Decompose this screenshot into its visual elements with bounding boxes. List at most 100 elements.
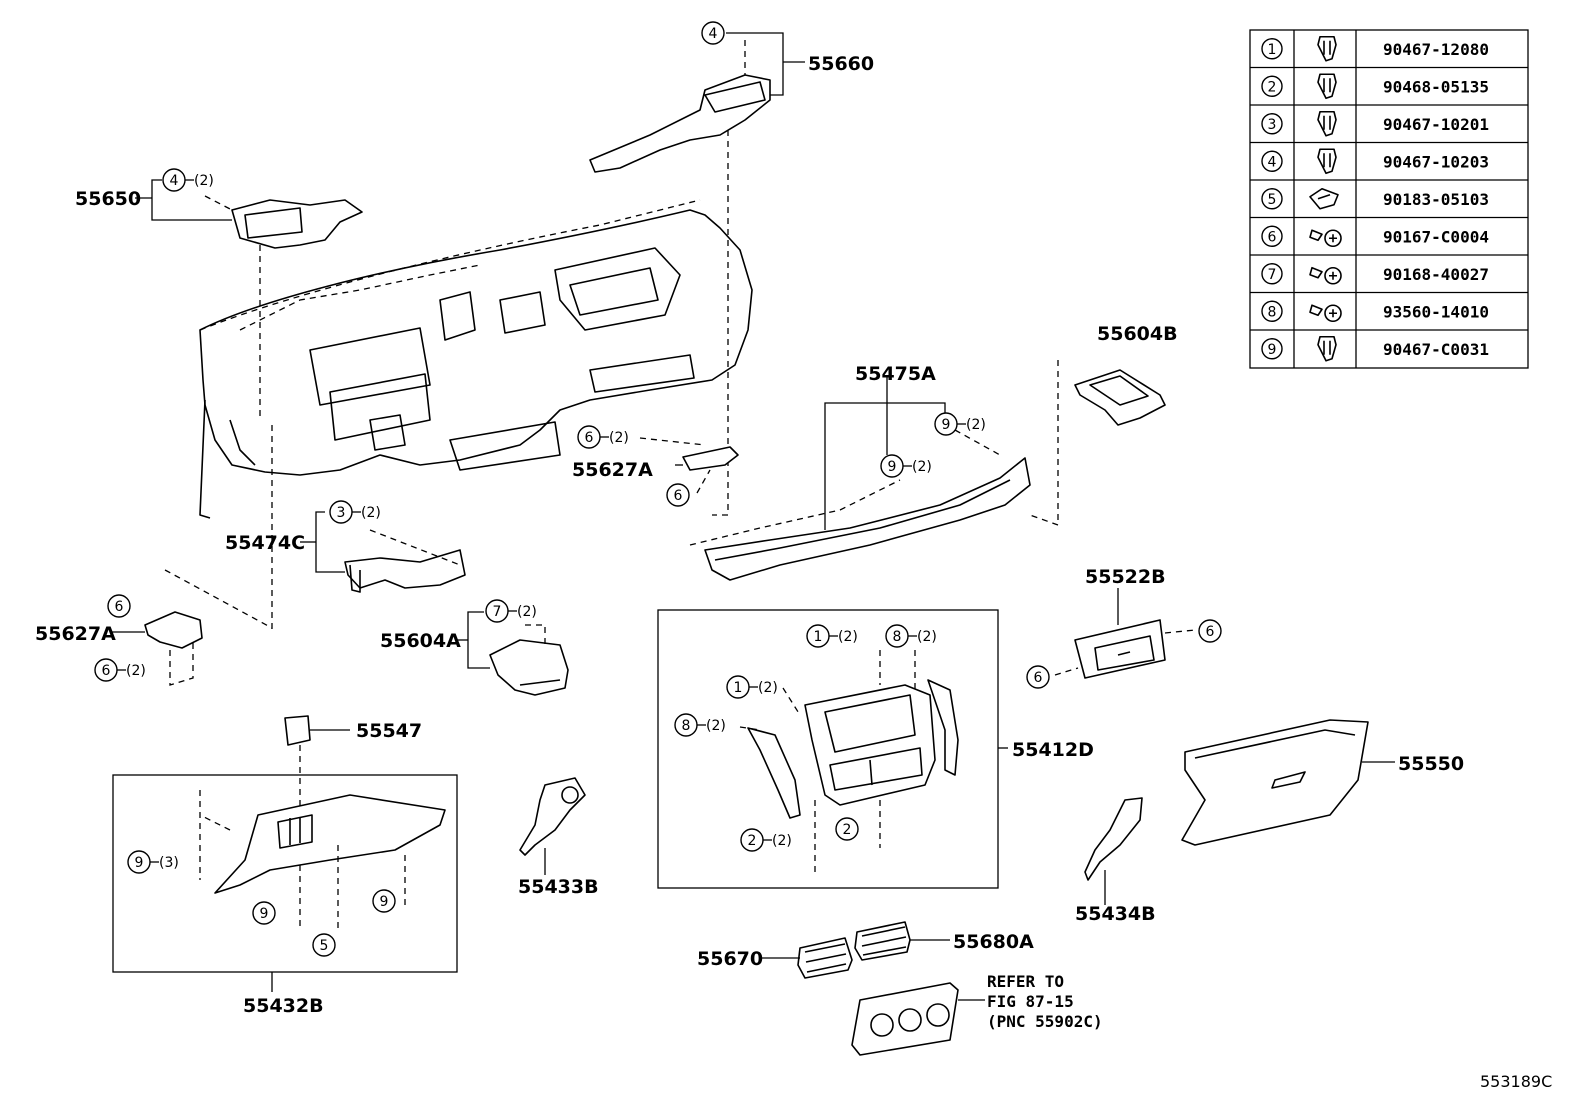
label-55604A: 55604A — [380, 630, 461, 652]
quantity-label: (2) — [609, 430, 629, 446]
screw-icon — [1309, 266, 1342, 285]
callout-8: 8 (2) — [674, 713, 726, 737]
number-circle — [1261, 38, 1283, 60]
bracket-55474C — [300, 511, 466, 593]
quantity-label: (2) — [361, 505, 381, 521]
fastener-number: 9 — [1268, 342, 1277, 358]
number-circle — [1261, 338, 1283, 360]
vent-assembly-55660 — [589, 40, 771, 516]
label-55433B: 55433B — [518, 876, 599, 898]
quantity-label: (2) — [194, 173, 214, 189]
refer-note-line-3: (PNC 55902C) — [987, 1012, 1103, 1031]
svg-text:6: 6 — [102, 663, 111, 679]
svg-text:8: 8 — [893, 629, 902, 645]
fastener-number: 5 — [1268, 192, 1277, 208]
quantity-label: (2) — [517, 604, 537, 620]
callout-1: 1 (2) — [806, 624, 858, 648]
clip-icon — [1317, 110, 1337, 137]
callout-6: 6 — [666, 483, 690, 507]
cover-55433B — [519, 777, 586, 875]
fastener-number: 4 — [1268, 154, 1277, 170]
label-55660: 55660 — [808, 53, 874, 75]
fastener-number: 8 — [1268, 304, 1277, 320]
callout-5: 5 — [312, 933, 336, 957]
callout-9: 9 — [252, 901, 276, 925]
callout-4: 4 (2) — [162, 168, 214, 192]
instrument-panel-illustration — [199, 199, 753, 519]
quantity-label: (2) — [966, 417, 986, 433]
label-55550: 55550 — [1398, 753, 1464, 775]
refer-note-line-1: REFER TO — [987, 972, 1064, 991]
cover-55434B — [1084, 797, 1143, 905]
label-55627A-upper: 55627A — [572, 459, 653, 481]
pocket-55604B — [1029, 360, 1166, 526]
callout-2: 2 — [835, 817, 859, 841]
clip-icon — [1317, 73, 1337, 100]
label-55650: 55650 — [75, 188, 141, 210]
quantity-label: (2) — [917, 629, 937, 645]
center-vents — [760, 921, 950, 979]
number-circle — [1261, 150, 1283, 172]
svg-text:3: 3 — [337, 505, 346, 521]
svg-text:6: 6 — [115, 599, 124, 615]
quantity-label: (3) — [159, 855, 179, 871]
svg-text:6: 6 — [1206, 624, 1215, 640]
svg-text:1: 1 — [814, 629, 823, 645]
svg-text:4: 4 — [709, 26, 718, 42]
part-labels: 55660 55650 55604B 55475A 55627A 55474C … — [35, 53, 1552, 1091]
callout-7: 7(2) — [485, 599, 537, 623]
bracket-55627A-upper — [639, 437, 739, 494]
vent-assembly-55650 — [204, 195, 363, 630]
callout-4: 4 — [701, 21, 725, 45]
number-circle — [1261, 263, 1283, 285]
svg-text:9: 9 — [888, 459, 897, 475]
svg-text:9: 9 — [942, 417, 951, 433]
fastener-part-number: 90467-12080 — [1383, 40, 1489, 59]
refer-note-line-2: FIG 87-15 — [987, 992, 1074, 1011]
fastener-part-number: 90467-10201 — [1383, 115, 1489, 134]
screw-icon — [1309, 304, 1342, 323]
quantity-label: (2) — [838, 629, 858, 645]
callout-3: 3 (2) — [329, 500, 381, 524]
fastener-part-number: 90468-05135 — [1383, 77, 1489, 96]
svg-text:4: 4 — [170, 173, 179, 189]
number-circle — [1261, 113, 1283, 135]
callout-9: 9(3) — [127, 850, 179, 874]
number-circle — [1261, 188, 1283, 210]
label-55434B: 55434B — [1075, 903, 1156, 925]
fastener-part-number: 90183-05103 — [1383, 190, 1489, 209]
clip-icon — [1317, 148, 1337, 175]
fastener-row: 5 90183-05103 — [1261, 187, 1489, 210]
fastener-number: 2 — [1268, 79, 1277, 95]
fastener-number: 7 — [1268, 267, 1277, 283]
number-circle — [1261, 75, 1283, 97]
svg-text:8: 8 — [682, 718, 691, 734]
quantity-label: (2) — [912, 459, 932, 475]
lower-panel-55432B — [112, 715, 458, 992]
callout-6: 6 — [1198, 619, 1222, 643]
clip-icon — [1317, 335, 1337, 362]
svg-text:6: 6 — [1034, 670, 1043, 686]
label-55547: 55547 — [356, 720, 422, 742]
callout-6: 6 — [1026, 665, 1050, 689]
screw-icon — [1309, 229, 1342, 248]
fastener-row: 7 90168-40027 — [1261, 263, 1489, 285]
svg-text:9: 9 — [260, 906, 269, 922]
callout-6: 6(2) — [577, 425, 629, 449]
quantity-label: (2) — [706, 718, 726, 734]
callout-markers: 44(2)6(2)69(2)9(2)3(2)66(2)7(2)1(2)8(2)1… — [94, 21, 1222, 957]
callout-9: 9 (2) — [880, 454, 932, 478]
svg-text:1: 1 — [734, 680, 743, 696]
fastener-row: 6 90167-C0004 — [1261, 225, 1489, 248]
fastener-part-number: 90168-40027 — [1383, 265, 1489, 284]
callout-6: 6(2) — [94, 658, 146, 682]
fastener-number: 6 — [1268, 229, 1277, 245]
fastener-part-number: 90167-C0004 — [1383, 227, 1489, 246]
callout-9: 9 (2) — [934, 412, 986, 436]
trim-strip-55475A — [689, 375, 1031, 581]
